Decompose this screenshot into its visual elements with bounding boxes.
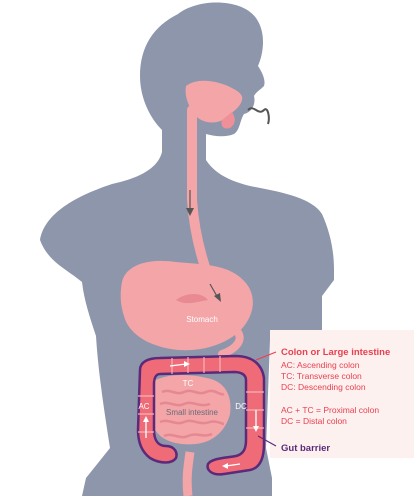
legend-line-tc: TC: Transverse colon xyxy=(281,371,362,381)
legend-line-ac: AC: Ascending colon xyxy=(281,360,360,370)
gut-barrier-label: Gut barrier xyxy=(281,443,330,454)
legend-line-proximal: AC + TC = Proximal colon xyxy=(281,405,379,415)
stomach-label: Stomach xyxy=(186,315,218,324)
tc-label: TC xyxy=(183,379,194,388)
small-intestine-label: Small intestine xyxy=(166,408,219,417)
legend-title: Colon or Large intestine xyxy=(281,347,390,358)
breath-squiggle xyxy=(248,108,269,124)
dc-label: DC xyxy=(235,402,247,411)
rectum xyxy=(187,452,190,496)
legend-line-dc: DC: Descending colon xyxy=(281,382,366,392)
legend-line-distal: DC = Distal colon xyxy=(281,416,347,426)
ac-label: AC xyxy=(138,402,149,411)
